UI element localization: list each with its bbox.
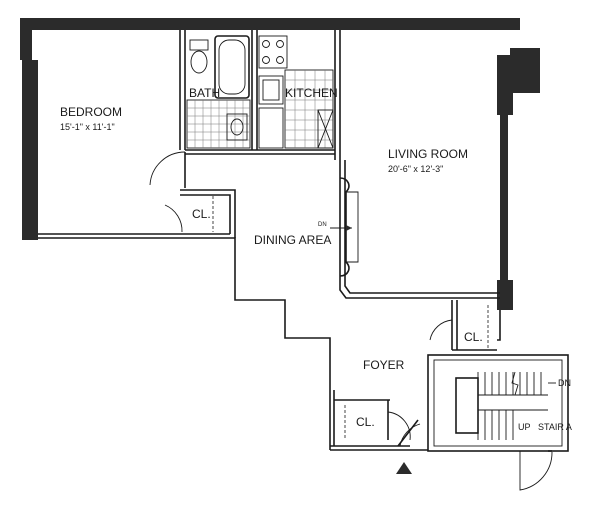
refrigerator bbox=[317, 109, 334, 149]
closet-label-bedroom: CL. bbox=[192, 207, 211, 221]
living-closet-door bbox=[429, 305, 489, 348]
dining-area-name: DINING AREA bbox=[254, 233, 331, 247]
kitchen-name: KITCHEN bbox=[285, 86, 338, 100]
living-room-size: 20'-6" x 12'-3" bbox=[388, 164, 443, 174]
stove bbox=[258, 35, 288, 69]
interior-walls bbox=[38, 30, 569, 491]
entry-arrow-icon bbox=[396, 462, 412, 474]
foyer-closet-door bbox=[344, 405, 411, 441]
bath-name: BATH bbox=[189, 86, 220, 100]
foyer-name: FOYER bbox=[363, 358, 405, 372]
exterior-walls bbox=[20, 18, 540, 310]
entry-door bbox=[397, 419, 421, 447]
bedroom-name: BEDROOM bbox=[60, 105, 122, 119]
stair-name-label: STAIR A bbox=[538, 422, 572, 432]
toilet bbox=[189, 39, 209, 74]
kitchen-counter bbox=[258, 107, 284, 149]
stair-dn-label: DN bbox=[558, 378, 571, 388]
bathtub bbox=[214, 35, 250, 99]
step-down-label: DN bbox=[318, 222, 327, 228]
closet-label-foyer: CL. bbox=[356, 415, 375, 429]
kitchen-sink bbox=[258, 75, 284, 105]
bedroom-door bbox=[149, 151, 186, 188]
kitchen-tiles bbox=[284, 69, 334, 149]
bedroom-closet-door bbox=[164, 204, 183, 233]
living-room-name: LIVING ROOM bbox=[388, 147, 468, 161]
closet-label-living: CL. bbox=[464, 330, 483, 344]
living-room-step bbox=[330, 177, 359, 277]
sink bbox=[226, 113, 248, 141]
bath-tiles bbox=[186, 99, 251, 149]
stair-up-label: UP bbox=[518, 422, 531, 432]
bedroom-size: 15'-1" x 11'-1" bbox=[60, 122, 115, 132]
